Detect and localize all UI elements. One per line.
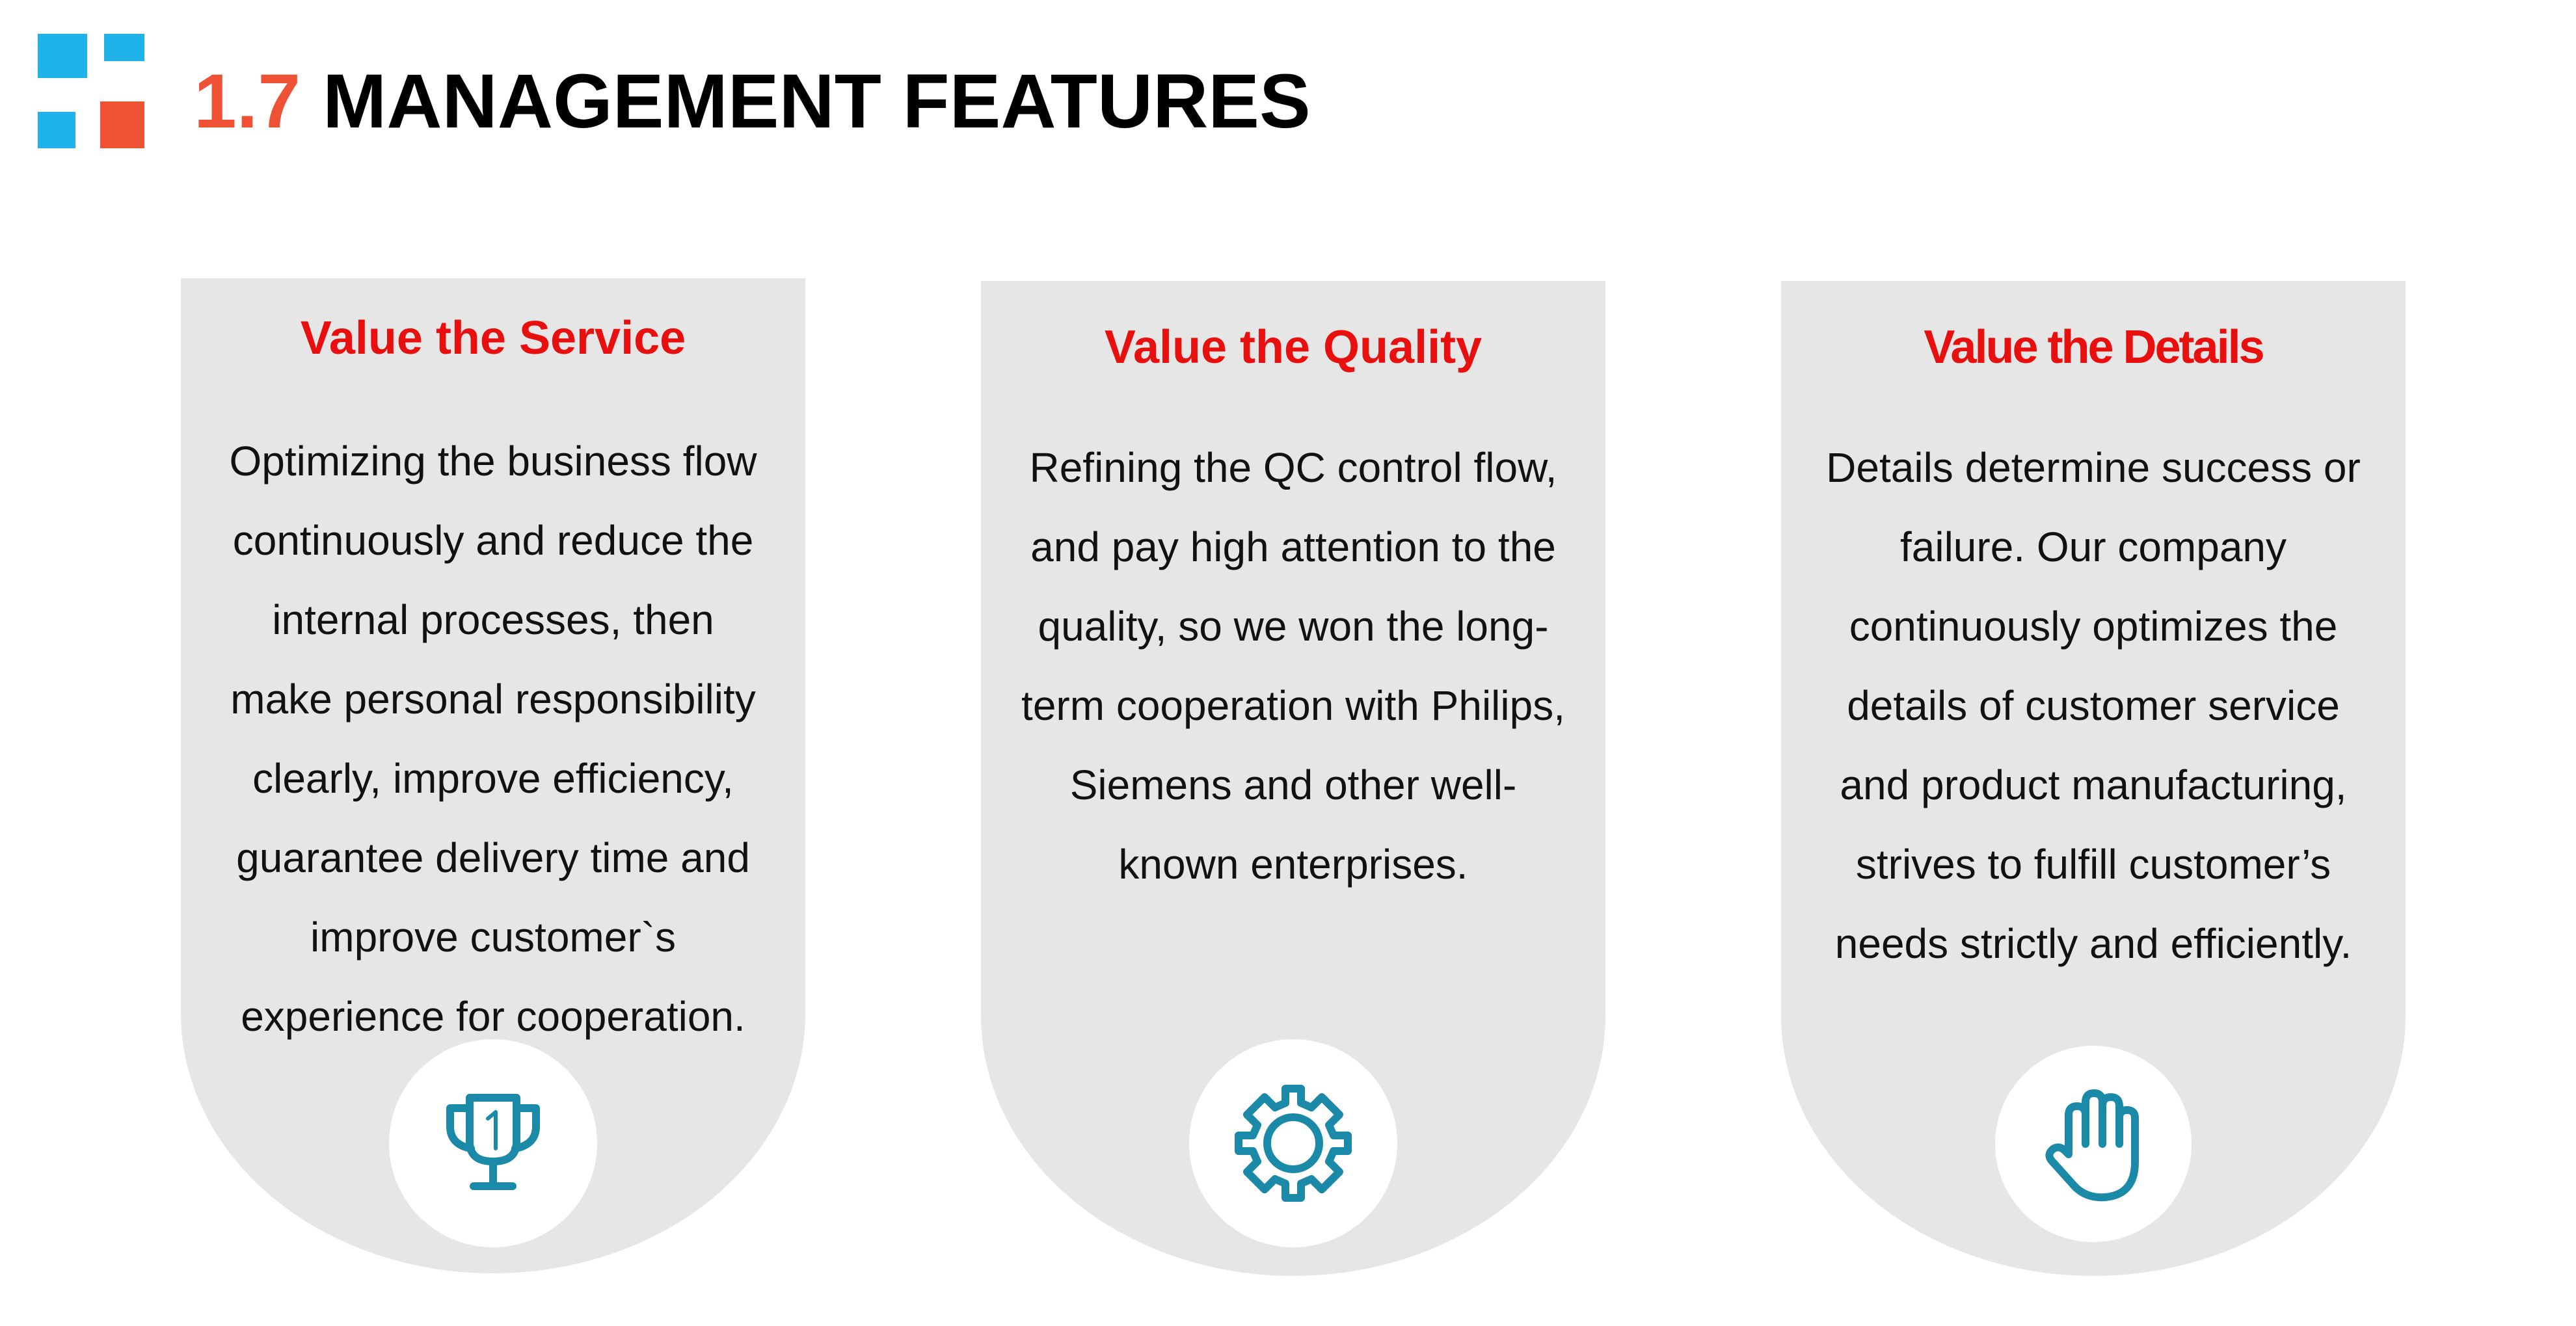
card-description: Refining the QC control flow, and pay hi…: [1000, 428, 1586, 904]
card-title: Value the Details: [1924, 321, 2264, 373]
icon-badge: [389, 1039, 597, 1247]
card-text-line: improve customer`s: [310, 914, 676, 961]
card-text-line: quality, so we won the long-: [1038, 603, 1549, 650]
gear-icon: [1235, 1085, 1352, 1202]
card-description: Optimizing the business flow continuousl…: [200, 421, 786, 1056]
card-text-line: continuously and reduce the: [232, 517, 754, 564]
card-text-line: and pay high attention to the: [1030, 524, 1556, 570]
logo-square-bottom-left: [38, 112, 75, 148]
hand-icon: [2045, 1089, 2139, 1202]
card-text-line: term cooperation with Philips,: [1021, 682, 1565, 729]
card-text-line: strives to fulfill customer’s: [1855, 841, 2331, 888]
logo-square-bottom-right: [100, 101, 144, 148]
card-text-line: known enterprises.: [1118, 841, 1468, 888]
card-text-line: Refining the QC control flow,: [1029, 444, 1557, 491]
card-text-line: Details determine success or: [1826, 444, 2361, 491]
card-text-line: Optimizing the business flow: [229, 438, 757, 484]
card-text-line: and product manufacturing,: [1840, 762, 2347, 808]
card-text-line: experience for cooperation.: [241, 993, 745, 1040]
trophy-icon: [446, 1094, 540, 1190]
card-text-line: clearly, improve efficiency,: [252, 755, 734, 802]
card-text-line: failure. Our company: [1899, 524, 2287, 570]
logo-square-top-left: [38, 34, 87, 78]
card-text-line: needs strictly and efficiently.: [1834, 920, 2352, 967]
card-text-line: internal processes, then: [272, 596, 714, 643]
card-description: Details determine success or failure. Ou…: [1801, 428, 2386, 983]
card-text-line: details of customer service: [1847, 682, 2340, 729]
card-text-line: guarantee delivery time and: [236, 834, 750, 881]
card-title: Value the Service: [300, 312, 686, 364]
section-title: MANAGEMENT FEATURES: [323, 59, 1311, 144]
card-title: Value the Quality: [1104, 321, 1483, 373]
brand-logo: [38, 34, 144, 148]
icon-badge: [1189, 1039, 1397, 1247]
icon-badge: [1995, 1046, 2192, 1242]
feature-card-quality: Value the Quality Refining the QC contro…: [981, 281, 1605, 1276]
section-number: 1.7: [194, 59, 301, 144]
feature-card-details: Value the Details Details determine succ…: [1781, 281, 2406, 1276]
card-text-line: Siemens and other well-: [1069, 762, 1517, 808]
card-text-line: continuously optimizes the: [1849, 603, 2338, 650]
feature-card-service: Value the Service Optimizing the busines…: [181, 278, 805, 1273]
logo-square-top-right: [104, 34, 144, 61]
page-title: 1.7 MANAGEMENT FEATURES: [194, 56, 1311, 147]
card-text-line: make personal responsibility: [230, 676, 756, 723]
